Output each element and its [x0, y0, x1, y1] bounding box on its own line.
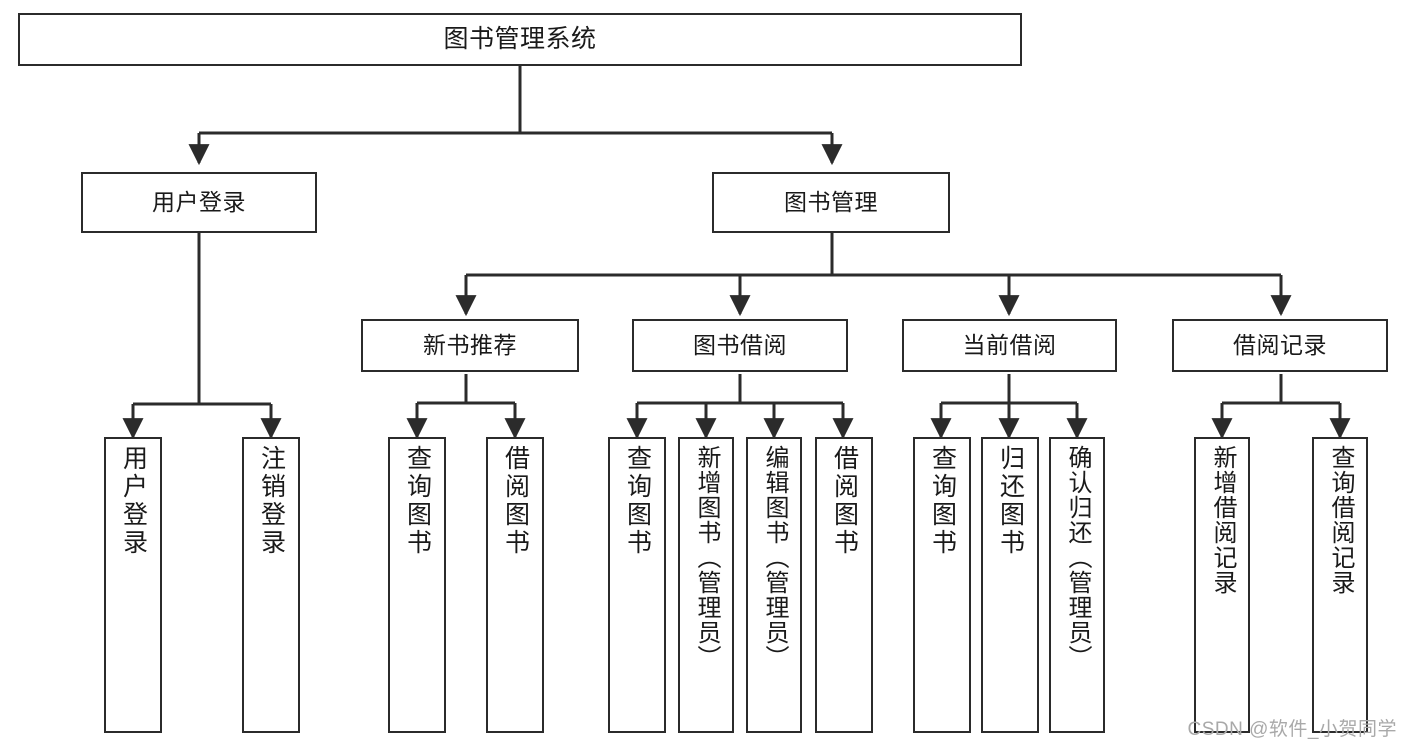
- node-leaf-return-book-label: 归还图书: [996, 445, 1025, 557]
- node-borrow-record[interactable]: 借阅记录: [1172, 319, 1388, 372]
- node-new-book-recommend-label: 新书推荐: [423, 331, 517, 358]
- node-leaf-edit-book[interactable]: 编辑图书（管理员）: [746, 437, 802, 733]
- node-leaf-query-book-1-label: 查询图书: [403, 445, 432, 557]
- node-leaf-borrow-book-2-label: 借阅图书: [830, 445, 859, 557]
- node-book-borrow-label: 图书借阅: [693, 331, 787, 358]
- node-leaf-add-book[interactable]: 新增图书（管理员）: [678, 437, 734, 733]
- node-leaf-confirm-return[interactable]: 确认归还（管理员）: [1049, 437, 1105, 733]
- node-borrow-record-label: 借阅记录: [1233, 331, 1327, 358]
- node-leaf-query-book-2-label: 查询图书: [623, 445, 652, 557]
- node-leaf-add-book-label: 新增图书（管理员）: [693, 445, 720, 670]
- node-root[interactable]: 图书管理系统: [18, 13, 1022, 66]
- node-book-management[interactable]: 图书管理: [712, 172, 950, 233]
- node-leaf-borrow-book-1[interactable]: 借阅图书: [486, 437, 544, 733]
- node-user-login[interactable]: 用户登录: [81, 172, 317, 233]
- node-leaf-query-book-3-label: 查询图书: [928, 445, 957, 557]
- node-leaf-query-record-label: 查询借阅记录: [1327, 445, 1354, 595]
- node-current-borrow-label: 当前借阅: [962, 331, 1057, 358]
- node-leaf-add-record-label: 新增借阅记录: [1209, 445, 1236, 595]
- node-current-borrow[interactable]: 当前借阅: [902, 319, 1117, 372]
- node-book-management-label: 图书管理: [784, 188, 878, 215]
- node-leaf-logout[interactable]: 注销登录: [242, 437, 300, 733]
- node-user-login-label: 用户登录: [152, 188, 246, 215]
- node-leaf-user-login-label: 用户登录: [119, 445, 148, 557]
- node-leaf-borrow-book-1-label: 借阅图书: [501, 445, 530, 557]
- node-leaf-return-book[interactable]: 归还图书: [981, 437, 1039, 733]
- node-leaf-logout-label: 注销登录: [257, 445, 286, 557]
- node-leaf-query-book-2[interactable]: 查询图书: [608, 437, 666, 733]
- node-leaf-add-record[interactable]: 新增借阅记录: [1194, 437, 1250, 733]
- node-leaf-query-book-1[interactable]: 查询图书: [388, 437, 446, 733]
- node-root-label: 图书管理系统: [443, 24, 597, 53]
- node-leaf-edit-book-label: 编辑图书（管理员）: [761, 445, 788, 670]
- node-leaf-user-login[interactable]: 用户登录: [104, 437, 162, 733]
- node-leaf-borrow-book-2[interactable]: 借阅图书: [815, 437, 873, 733]
- csdn-watermark: CSDN @软件_小贺同学: [1187, 719, 1397, 740]
- node-book-borrow[interactable]: 图书借阅: [632, 319, 848, 372]
- node-leaf-confirm-return-label: 确认归还（管理员）: [1064, 445, 1091, 670]
- node-leaf-query-record[interactable]: 查询借阅记录: [1312, 437, 1368, 733]
- node-leaf-query-book-3[interactable]: 查询图书: [913, 437, 971, 733]
- node-new-book-recommend[interactable]: 新书推荐: [361, 319, 579, 372]
